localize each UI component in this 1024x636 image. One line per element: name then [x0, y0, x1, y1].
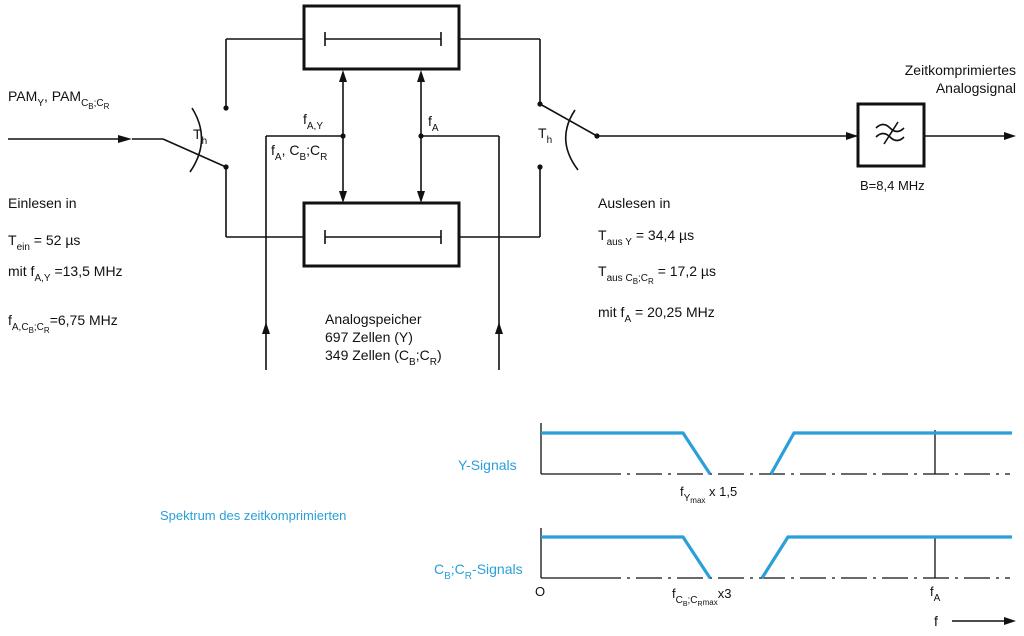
analog-memory-top [302, 4, 461, 71]
fa-y-label: fA,Y [303, 111, 323, 132]
read-in-title: Einlesen in [8, 195, 77, 211]
lowpass-filter-icon [875, 121, 905, 145]
c-spectrum-plot [540, 528, 1012, 579]
y-spectrum-plot [540, 423, 1012, 475]
memory-title: Analogspeicher [325, 311, 422, 327]
output-switch-contacts [459, 38, 600, 238]
fa-cbcr-label: fA, CB;CR [271, 142, 327, 163]
input-switch-label: Th [193, 126, 207, 147]
output-switch-arc [564, 109, 579, 171]
f-a-label: mit fA = 20,25 MHz [598, 304, 715, 325]
f-axis-label: f [934, 613, 938, 629]
output-line [597, 132, 1016, 140]
c-signals-label: CB;CR-Signals [434, 561, 523, 582]
output-title-line1: Zeitkomprimiertes [905, 62, 1016, 78]
origin-label: O [535, 584, 545, 599]
f-ay-label: mit fA,Y =13,5 MHz [8, 263, 123, 284]
memory-cells-c: 349 Zellen (CB;CR) [325, 347, 442, 368]
clock-lines [262, 70, 503, 370]
output-title-line2: Analogsignal [936, 80, 1016, 96]
fa-label: fA [428, 113, 439, 134]
t-aus-c-label: Taus CB;CR = 17,2 µs [598, 263, 716, 286]
read-out-title: Auslesen in [598, 195, 670, 211]
lowpass-filter [856, 102, 926, 168]
t-aus-y-label: Taus Y = 34,4 µs [598, 227, 694, 248]
f-acbcr-label: fA,CB;CR=6,75 MHz [8, 312, 118, 335]
analog-memory-bottom [302, 201, 461, 268]
filter-bandwidth: B=8,4 MHz [860, 178, 925, 193]
y-signals-label: Y-Signals [458, 457, 517, 473]
input-line [8, 135, 227, 168]
fa-marker: fA [930, 584, 941, 604]
input-signals-label: PAMY, PAMCB;CR [8, 88, 110, 111]
input-switch-arc [189, 107, 203, 173]
t-ein-label: Tein = 52 µs [8, 232, 80, 253]
output-switch-label: Th [538, 125, 552, 146]
c-max-marker: fCB;CRmaxx3 [672, 586, 731, 608]
memory-cells-y: 697 Zellen (Y) [325, 329, 413, 345]
spectrum-caption: Spektrum des zeitkomprimierten [160, 508, 346, 523]
f-axis-arrow [952, 617, 1016, 625]
input-switch-contacts [223, 38, 304, 238]
y-max-marker: fYmax x 1,5 [680, 484, 737, 505]
